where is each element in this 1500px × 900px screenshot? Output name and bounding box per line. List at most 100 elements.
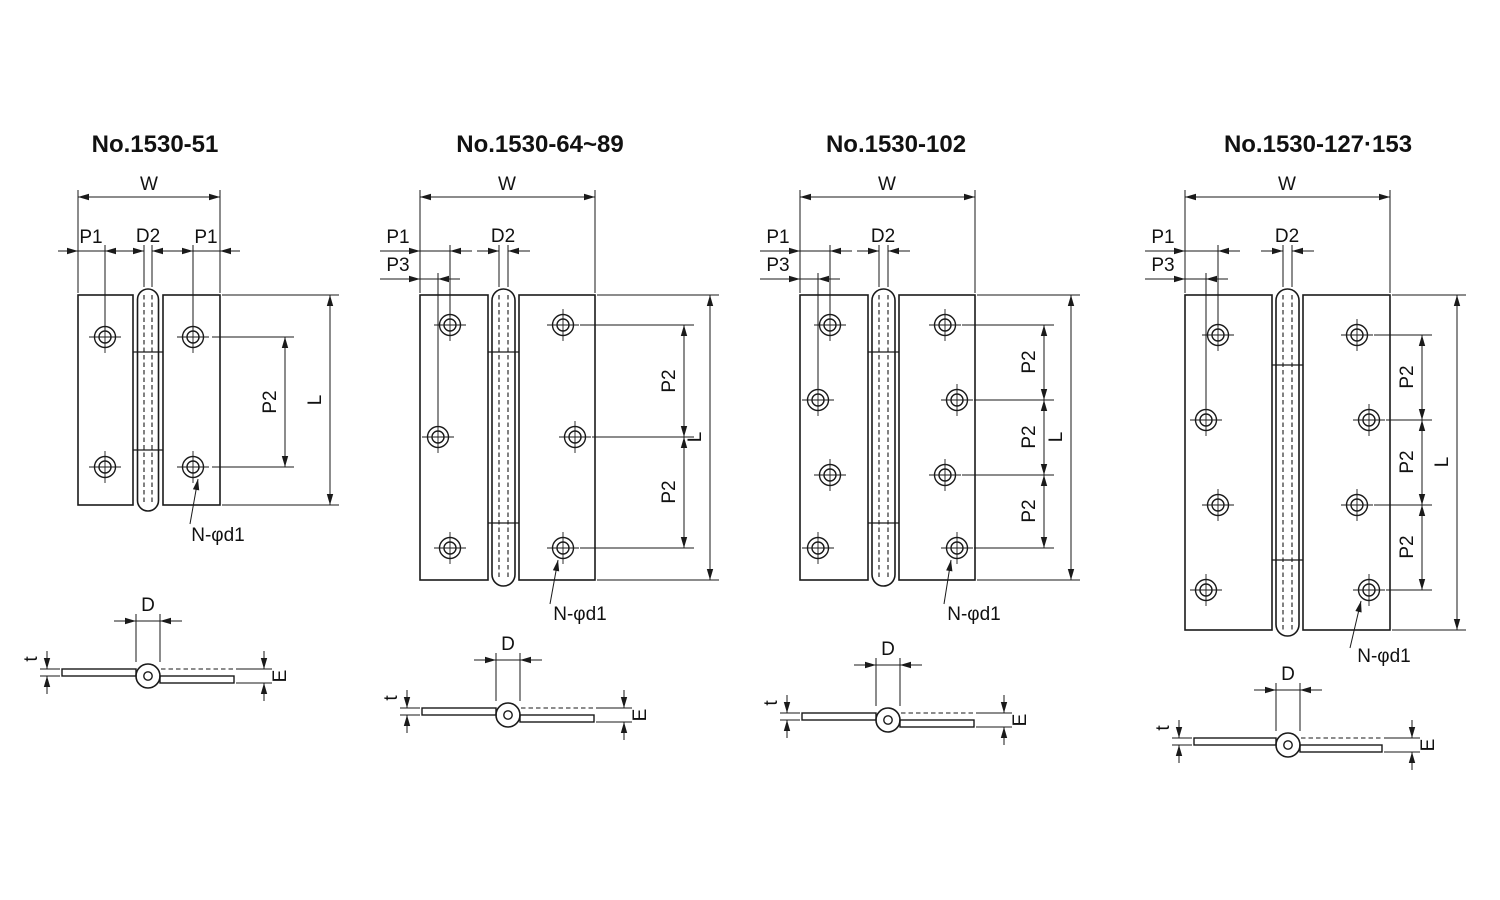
leaf-left [419,294,489,581]
dimension-l: L [597,294,719,581]
dim-label-d2: D2 [871,226,895,247]
screw-hole [88,450,122,484]
dim-label-w: W [1278,174,1296,195]
hinge-side-view: D t E [761,639,1031,745]
dimension-d: D [114,595,182,662]
screw-hole [1352,403,1386,437]
dim-label-p1: P1 [1151,227,1174,248]
pin [143,671,153,681]
hinge-side-view: D t E [381,634,651,740]
dimension-t: t [761,695,800,738]
dim-label-e: E [1010,714,1031,727]
screw-hole [940,531,974,565]
leaf-right [1302,294,1391,631]
dimension-e: E [1384,720,1439,770]
dimension-p1: P1 [760,227,852,317]
dim-label-p3: P3 [386,255,409,276]
hinge-front-view [1184,288,1391,637]
knuckle [871,288,896,587]
dimension-t: t [381,690,420,733]
screw-hole [1340,488,1374,522]
leaf-left [799,294,869,581]
dimension-p2: P2 P2 P2 [962,324,1054,549]
hole-callout-label: N-φd1 [947,604,1001,625]
pin-hidden-lines [498,295,509,580]
pin [1283,740,1293,750]
dim-label-p2: P2 [1019,499,1040,522]
dimension-w: W [77,174,221,293]
pin [883,715,893,725]
dimension-w: W [799,174,976,293]
leaf-left-profile [421,707,497,716]
dim-label-p3: P3 [766,255,789,276]
leader-line [549,559,560,605]
leader-line [1349,600,1362,649]
panel-title: No.1530-51 [92,131,219,158]
screw-hole [558,420,592,454]
dim-label-p1: P1 [386,227,409,248]
screw-hole [546,531,580,565]
dim-label-p1: P1 [79,227,102,248]
dimension-e: E [236,651,291,701]
leader-line [189,478,200,525]
dimension-p2: P2 P2 P2 [1374,334,1432,591]
dimension-e: E [976,695,1031,745]
panel-1530-102: No.1530-102 W [760,131,1080,745]
dimension-l: L [222,294,339,506]
dim-label-d: D [141,595,155,616]
leaf-right-profile [159,675,235,684]
dim-label-p1: P1 [766,227,789,248]
screw-hole [1189,403,1223,437]
knuckle [491,288,516,587]
leaf-left-profile [1193,737,1277,746]
screw-hole [813,458,847,492]
dimension-p1: P1 [1145,227,1240,327]
screw-hole [1340,318,1374,352]
dim-label-l: L [305,395,326,406]
screw-hole [1352,573,1386,607]
dimension-p1-left: P1 [58,227,127,330]
dimension-d: D [854,639,922,706]
pin-hidden-lines [143,295,153,505]
dimension-p2: P2 [212,336,294,468]
dimension-d2: D2 [122,226,174,287]
dim-label-t: t [21,656,42,662]
dim-label-t: t [381,695,402,701]
hole-callout-label: N-φd1 [191,525,245,546]
leaf-right-profile [1299,744,1383,753]
leaf-right-profile [519,714,595,723]
dim-label-p2: P2 [1397,535,1418,558]
knuckle [1275,288,1300,637]
leaf-left-profile [801,712,877,721]
pin-hidden-lines [1282,295,1293,630]
hole-callout-label: N-φd1 [1357,646,1411,667]
screw-hole [801,383,835,417]
pin [503,710,513,720]
dimension-d2: D2 [477,226,530,287]
screw-hole [940,383,974,417]
barrel [1275,732,1301,758]
dim-label-p2: P2 [659,369,680,392]
dim-label-d2: D2 [1275,226,1299,247]
hinge-front-view [799,288,976,587]
dim-label-e: E [630,709,651,722]
dimension-p3: P3 [1145,255,1228,408]
dim-label-e: E [270,670,291,683]
leaf-right [898,294,976,581]
screw-hole [801,531,835,565]
screw-hole [433,531,467,565]
screw-hole [928,308,962,342]
leaf-right-profile [899,719,975,728]
panel-1530-64-89: No.1530-64~89 W [380,131,719,740]
dim-label-d: D [881,639,895,660]
screw-hole [421,420,455,454]
dimension-p1: P1 [380,227,472,317]
dim-label-p2: P2 [1019,350,1040,373]
leader-line [943,559,953,605]
dim-label-w: W [498,174,516,195]
barrel [495,702,521,728]
leaf-right [162,294,221,506]
dim-label-d2: D2 [491,226,515,247]
